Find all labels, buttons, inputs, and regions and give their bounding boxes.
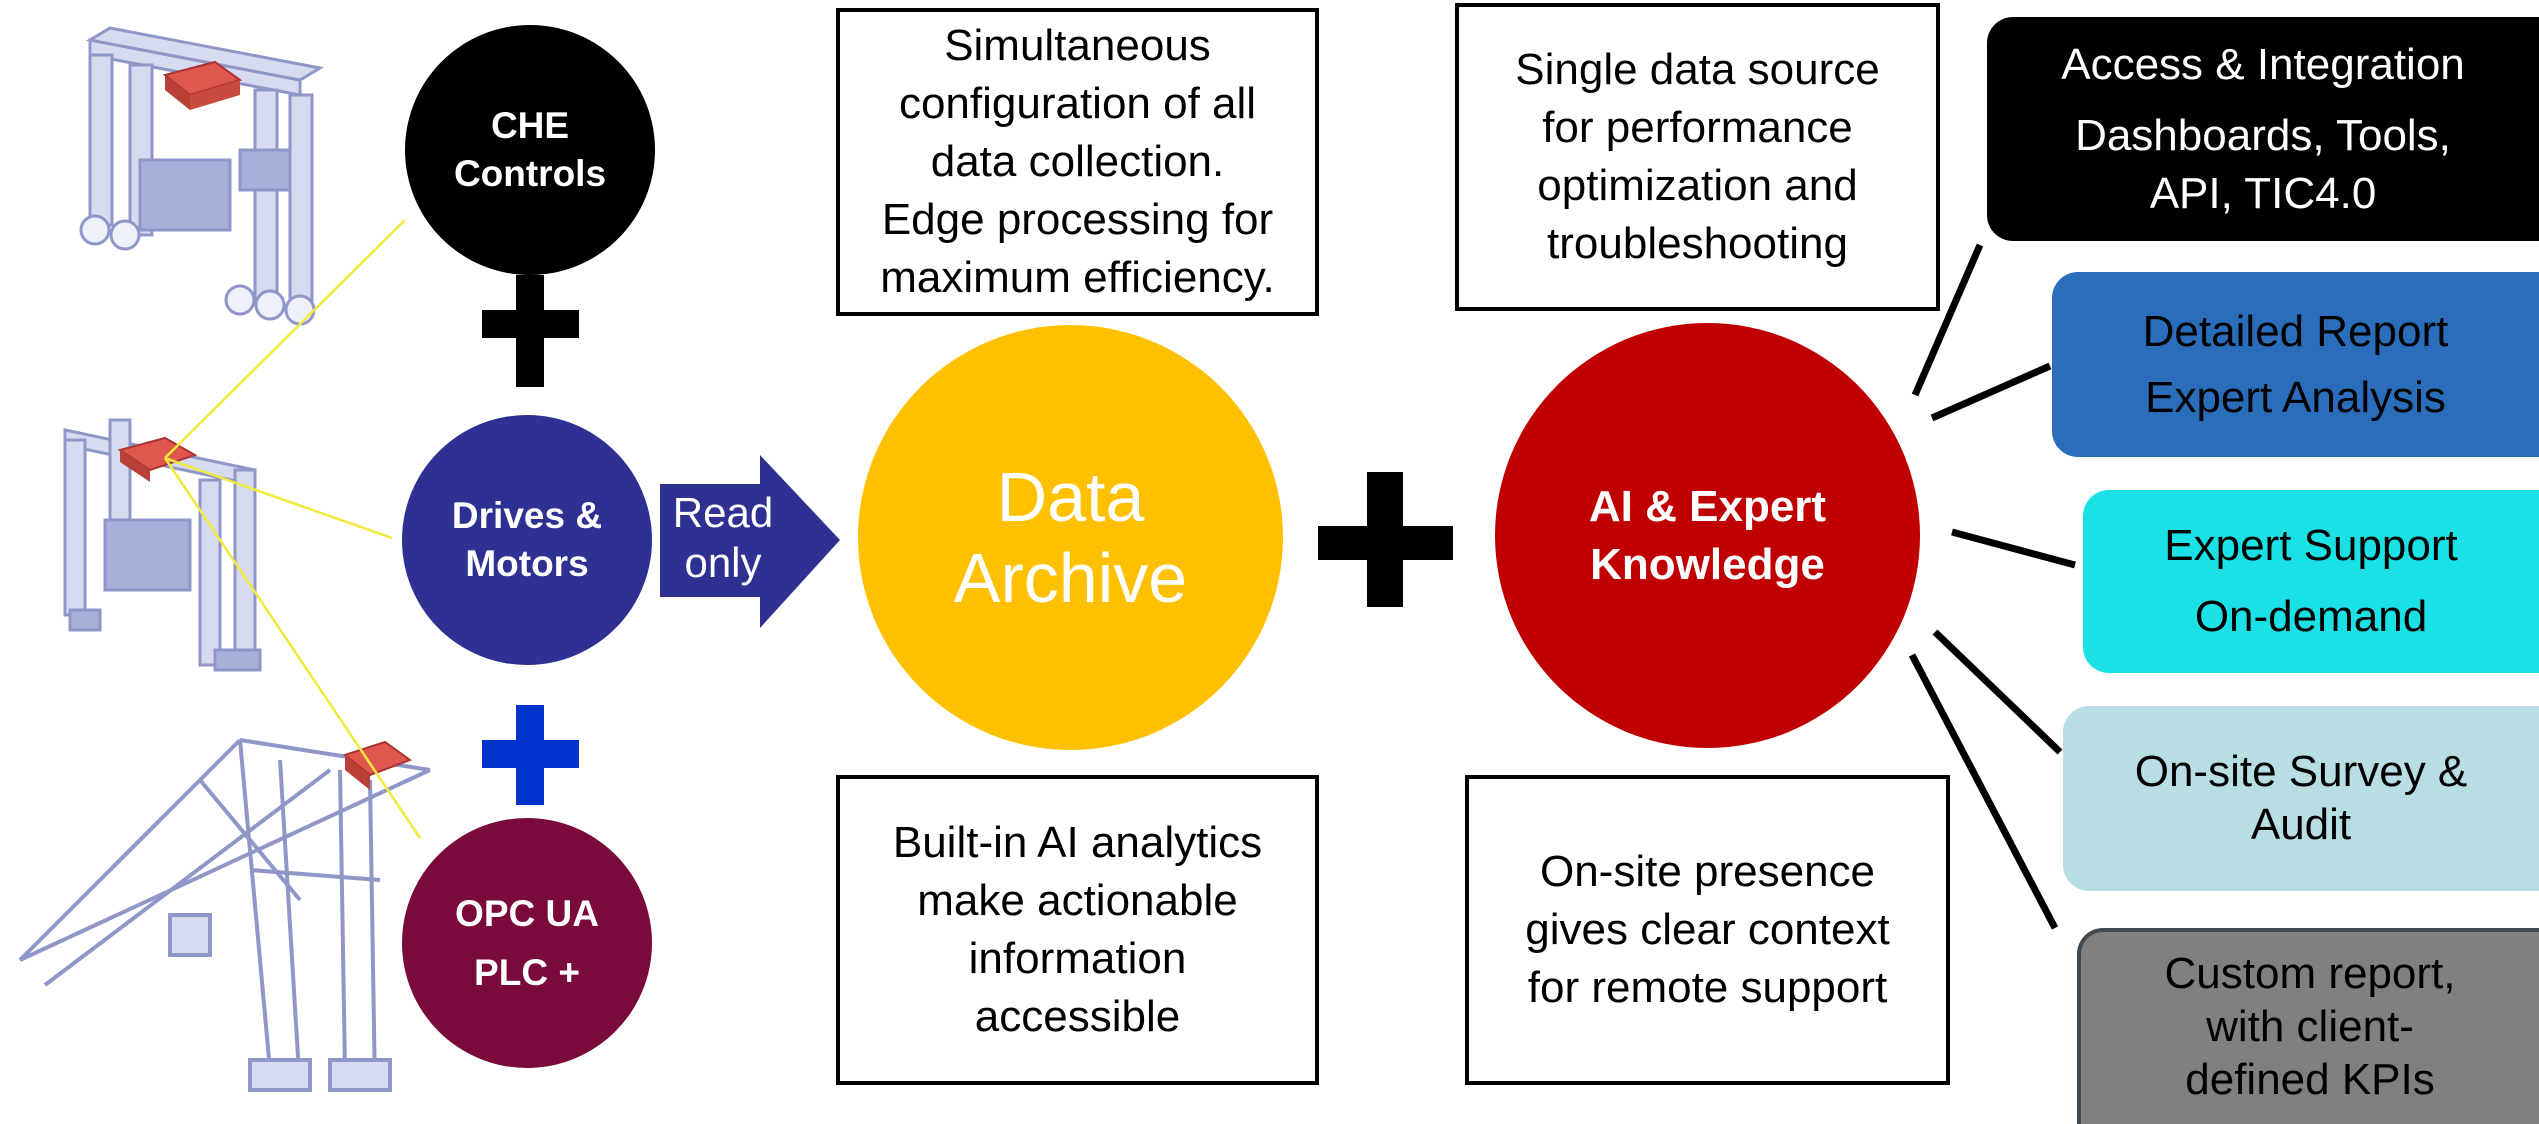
note-top-right-line: for performance xyxy=(1542,102,1853,152)
service-detailed-report: Detailed Report Expert Analysis xyxy=(2052,272,2539,457)
service-line: On-site Survey & xyxy=(2134,746,2468,796)
service-expert-support: Expert Support On-demand xyxy=(2083,490,2539,673)
note-top-right-line: troubleshooting xyxy=(1547,219,1848,269)
service-line: with client- xyxy=(2206,1001,2414,1051)
che-controls-circle: CHE Controls xyxy=(405,25,655,275)
service-line: Audit xyxy=(2250,799,2352,849)
crane-spreader-box-1 xyxy=(162,60,243,110)
plus-icon-2 xyxy=(482,705,579,805)
sts-crane-icon xyxy=(18,738,431,1092)
service-line: defined KPIs xyxy=(2185,1054,2435,1104)
note-bottom-left-line: accessible xyxy=(974,992,1181,1042)
note-bottom-right-line: On-site presence xyxy=(1539,846,1876,896)
drives-motors-circle: Drives & Motors xyxy=(402,415,652,665)
read-line1: Read xyxy=(672,489,774,536)
ai-line2: Knowledge xyxy=(1590,539,1825,589)
note-bottom-left-line: Built-in AI analytics xyxy=(892,817,1263,867)
read-only-label: Read only xyxy=(662,488,784,589)
service-access-integration: Access & Integration Dashboards, Tools, … xyxy=(1987,17,2539,241)
yellow-leader-lines xyxy=(163,219,422,839)
data-archive-circle: Data Archive xyxy=(858,325,1283,750)
plus-icon-3 xyxy=(1318,472,1453,607)
note-bottom-left-line: make actionable xyxy=(917,875,1238,925)
note-top-left-line: Edge processing for xyxy=(881,195,1274,245)
opc-line1: OPC UA xyxy=(455,892,599,934)
service-line: Detailed Report xyxy=(2142,306,2449,356)
ai-expert-circle: AI & Expert Knowledge xyxy=(1495,323,1920,748)
plus-icon-1 xyxy=(482,275,579,387)
read-only-arrow xyxy=(660,455,840,628)
service-line: Expert Support xyxy=(2164,521,2458,571)
opc-line2: PLC + xyxy=(474,952,580,993)
note-top-left: Simultaneous configuration of all data c… xyxy=(836,8,1319,316)
rtg-crane-icon xyxy=(79,26,325,326)
note-top-right-line: Single data source xyxy=(1515,44,1880,94)
service-connectors xyxy=(1908,243,2076,930)
drives-line2: Motors xyxy=(465,543,589,584)
service-line: On-demand xyxy=(2194,591,2428,641)
note-top-left-line: configuration of all xyxy=(898,78,1257,128)
ai-line1: AI & Expert xyxy=(1588,482,1827,532)
archive-line1: Data xyxy=(996,458,1145,536)
note-top-right-line: optimization and xyxy=(1537,161,1858,210)
rmg-crane-icon xyxy=(63,418,262,672)
note-bottom-left: Built-in AI analytics make actionable in… xyxy=(836,775,1319,1085)
drives-line1: Drives & xyxy=(451,494,603,536)
note-bottom-right-line: gives clear context xyxy=(1525,904,1890,954)
service-line: Access & Integration xyxy=(2061,40,2465,90)
note-top-left-line: maximum efficiency. xyxy=(880,253,1275,303)
note-top-left-line: data collection. xyxy=(930,136,1225,186)
read-line2: only xyxy=(684,539,762,587)
archive-line2: Archive xyxy=(953,538,1188,617)
note-bottom-left-line: information xyxy=(968,934,1187,983)
service-line: Custom report, xyxy=(2164,949,2456,998)
opc-ua-circle: OPC UA PLC + xyxy=(402,818,652,1068)
service-line: Dashboards, Tools, xyxy=(2075,111,2451,161)
note-bottom-right-line: for remote support xyxy=(1527,963,1888,1013)
che-line1: CHE xyxy=(490,104,570,146)
service-line: API, TIC4.0 xyxy=(2149,168,2377,218)
che-line2: Controls xyxy=(453,153,607,194)
note-top-left-line: Simultaneous xyxy=(944,20,1211,70)
note-bottom-right: On-site presence gives clear context for… xyxy=(1465,775,1950,1085)
service-line: Expert Analysis xyxy=(2145,372,2446,422)
service-custom-report: Custom report, with client- defined KPIs xyxy=(2077,928,2539,1124)
service-onsite-survey: On-site Survey & Audit xyxy=(2063,706,2539,891)
note-top-right: Single data source for performance optim… xyxy=(1455,3,1940,311)
